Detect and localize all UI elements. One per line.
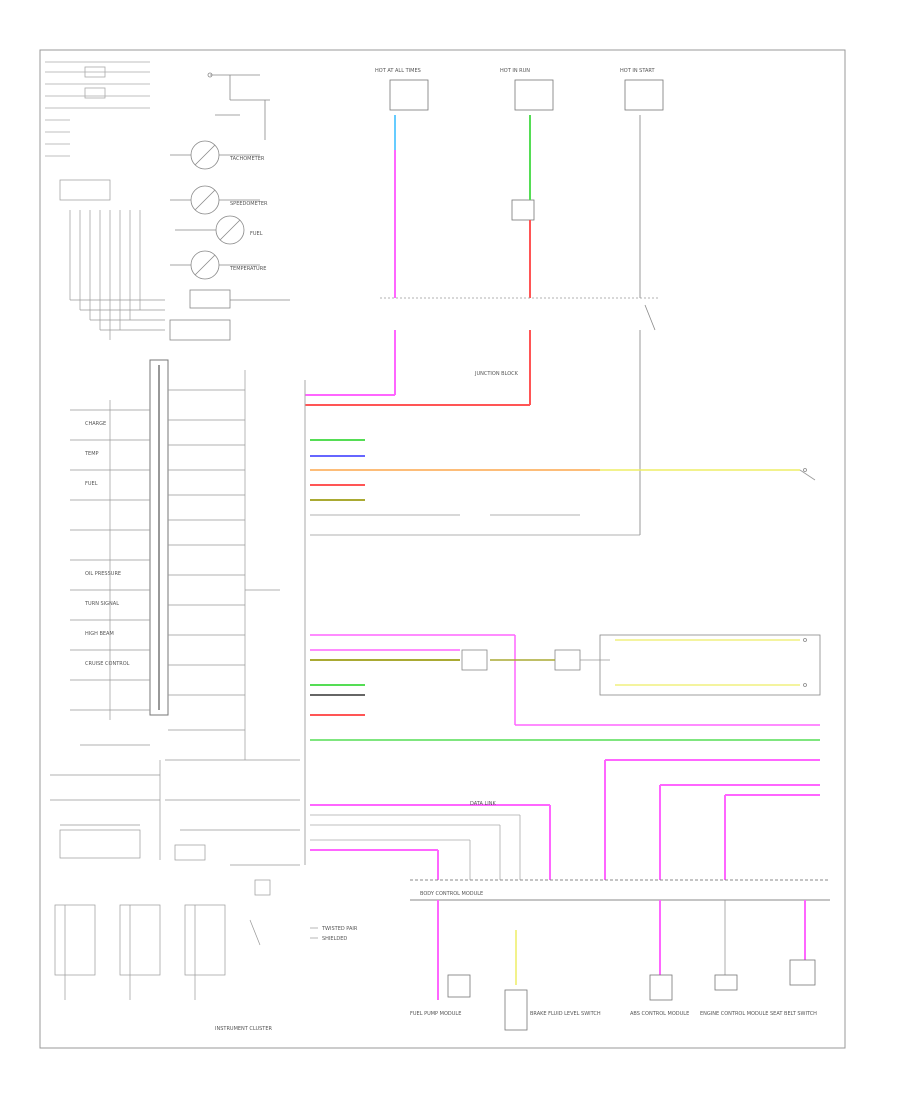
legend-label-shielded: SHIELDED [322,936,347,942]
bottom-components [437,900,816,1031]
speedometer-gauge [170,185,260,215]
signal-wires-upper [310,439,816,536]
left-label-turn: TURN SIGNAL [84,601,119,607]
feed-wires [394,115,641,298]
component-label-abs: ABS CONTROL MODULE [630,1011,689,1017]
component-label-ecm: ENGINE CONTROL MODULE [700,1011,768,1017]
top-box-label-1: HOT AT ALL TIMES [375,68,421,74]
left-label-temp: TEMP [84,451,99,457]
lower-left-switches [50,759,300,896]
left-label-fuel: FUEL [85,481,98,487]
module-wires [310,639,820,741]
component-label-brake: BRAKE FLUID LEVEL SWITCH [530,1011,601,1017]
gauge-label-speed: SPEEDOMETER [230,201,268,207]
component-label-fuelpump: FUEL PUMP MODULE [410,1011,461,1017]
footer-label: INSTRUMENT CLUSTER [215,1026,273,1032]
component-label-seatbelt: SEAT BELT SWITCH [770,1011,817,1017]
gauge-label-fuel: FUEL [250,231,263,237]
lower-pink-wires [310,759,820,880]
left-label-cruise: CRUISE CONTROL [85,661,130,667]
bottom-switch-groups [54,904,261,1000]
ignition-switch [207,72,270,140]
indicator-lamps-left [70,400,150,746]
top-left-legend [45,61,150,157]
tachometer-gauge [170,140,260,170]
legend [310,927,318,939]
indicator-lamps-right [168,370,280,760]
instrument-bus [149,359,169,716]
temperature-gauge [170,250,260,280]
gauge-label-tach: TACHOMETER [229,156,265,162]
top-box-label-3: HOT IN START [620,68,656,74]
left-wire-bundle [59,179,165,340]
right-switch [644,304,807,687]
connector-label-junction: JUNCTION BLOCK [474,371,519,377]
power-source-boxes [389,79,664,221]
connector-label-bcm: BODY CONTROL MODULE [420,891,483,897]
connector-label-datalink: DATA LINK [470,801,496,807]
gauge-cluster [170,140,260,280]
left-label-highbeam: HIGH BEAM [85,631,114,637]
main-feed [305,330,641,535]
relay-box [169,289,290,341]
grey-wires-lower [310,814,521,880]
left-label-oil: OIL PRESSURE [85,571,121,577]
left-label-charge: CHARGE [85,421,106,427]
top-box-label-2: HOT IN RUN [500,68,530,74]
pink-loop [310,634,820,726]
gauge-label-temp: TEMPERATURE [229,266,266,272]
fuel-gauge [175,215,245,245]
legend-label-twisted: TWISTED PAIR [321,926,358,932]
diagram-border [39,49,846,1049]
